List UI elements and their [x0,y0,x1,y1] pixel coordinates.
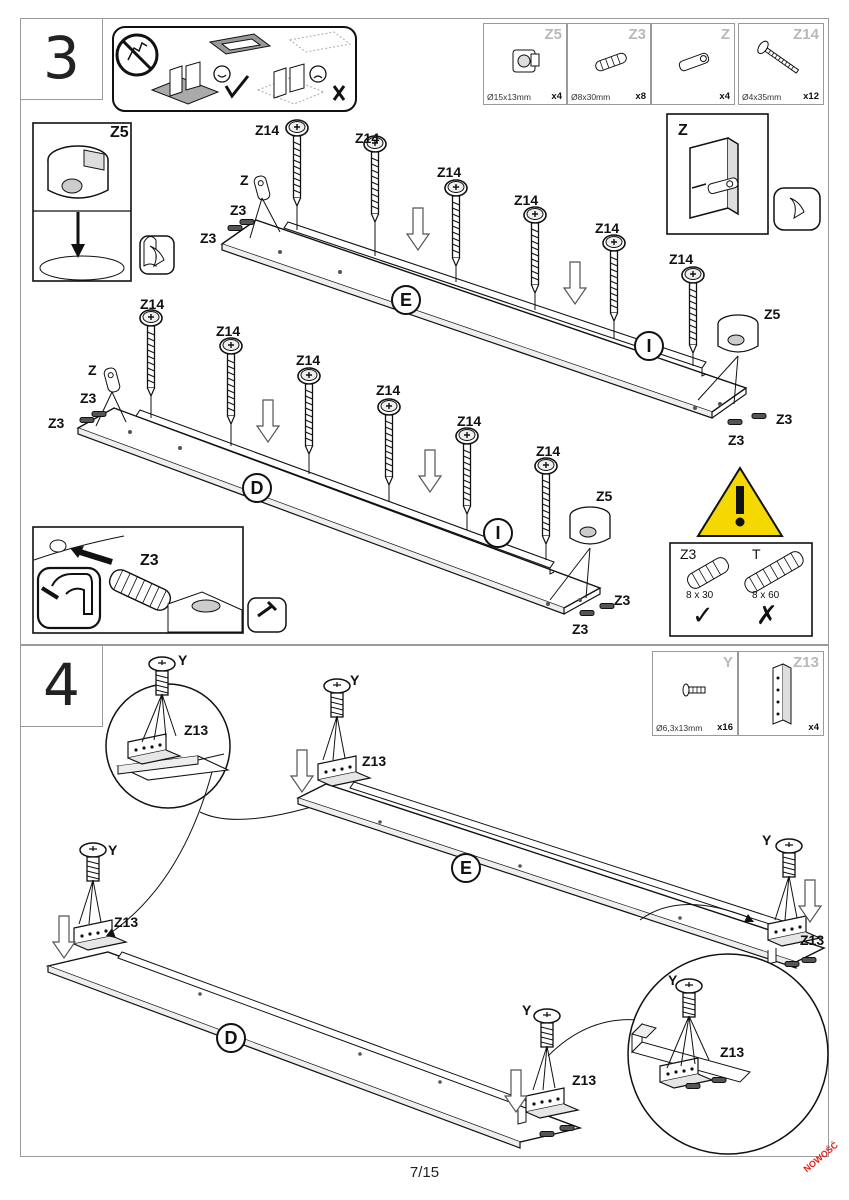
label-y: Y [668,972,678,988]
label-z5: Z5 [110,124,129,141]
part-quantity: x4 [808,722,819,733]
cam-bolt-icon [678,52,710,72]
label-z3: Z3 [200,230,217,246]
label-z3: Z3 [140,552,159,569]
part-code: Z [720,26,730,43]
part-quantity: x12 [803,91,819,102]
label-z13: Z13 [362,753,387,769]
part-code: Z3 [628,26,646,43]
label-z3: Z3 [728,432,745,448]
label-z3: Z3 [614,592,631,608]
panel-label-d: D [242,473,272,503]
label-z14: Z14 [536,443,561,459]
part-code: Z13 [793,654,819,671]
label-z13: Z13 [572,1072,597,1088]
label-z13: Z13 [720,1044,745,1060]
part-dimension: Ø15x13mm [487,92,531,102]
warning-left-code: Z3 [680,546,697,562]
label-z14: Z14 [255,122,280,138]
cam-lock-icon [512,49,540,73]
check-mark-icon: ✓ [692,600,714,630]
label-z14: Z14 [216,323,241,339]
panel-label-i: I [634,331,664,361]
label-z14: Z14 [514,192,539,208]
warning-right-size: 8 x 60 [752,590,780,601]
label-z13: Z13 [800,932,825,948]
label-z14: Z14 [355,130,380,146]
panel-label-i: I [483,518,513,548]
label-z14: Z14 [457,413,482,429]
step4-number: 4 [20,645,103,727]
label-y: Y [522,1002,532,1018]
label-y: Y [108,842,118,858]
part-box-z14: Z14 Ø4x35mm x12 [738,23,824,105]
part-dimension: Ø4x35mm [742,92,782,102]
label-z3: Z3 [80,390,97,406]
label-z3: Z3 [572,621,589,637]
label-z14: Z14 [437,164,462,180]
step3-number: 3 [20,18,103,100]
label-z: Z [678,122,688,139]
cross-mark-icon: ✗ [756,600,778,630]
label-z5: Z5 [764,306,781,322]
panel-label-e: E [451,853,481,883]
part-code: Z5 [544,26,562,43]
panel-label-d: D [216,1023,246,1053]
label-z13: Z13 [184,722,209,738]
label-y: Y [178,652,188,668]
label-z14: Z14 [376,382,401,398]
label-z5: Z5 [596,488,613,504]
dowel-icon [595,52,627,72]
label-z: Z [240,172,249,188]
part-box-y: Y Ø6,3x13mm x16 [652,651,738,736]
part-quantity: x4 [551,91,562,102]
label-z3: Z3 [48,415,65,431]
panel-label-e: E [391,285,421,315]
label-z14: Z14 [296,352,321,368]
label-z3: Z3 [776,411,793,427]
label-z: Z [88,362,97,378]
label-z14: Z14 [140,296,165,312]
part-code: Y [722,654,733,671]
part-dimension: Ø8x30mm [571,92,611,102]
label-z14: Z14 [669,251,694,267]
screw-icon [757,40,800,74]
part-code: Z14 [793,26,819,43]
warning-left-size: 8 x 30 [686,590,714,601]
part-quantity: x16 [717,722,733,733]
part-quantity: x4 [719,91,730,102]
part-dimension: Ø6,3x13mm [656,723,703,733]
label-y: Y [350,672,360,688]
label-z14: Z14 [595,220,620,236]
label-z3: Z3 [230,202,247,218]
label-z13: Z13 [114,914,139,930]
part-quantity: x8 [635,91,646,102]
warning-right-code: T [752,546,761,562]
label-y: Y [762,832,772,848]
page-number: 7/15 [409,1164,440,1181]
